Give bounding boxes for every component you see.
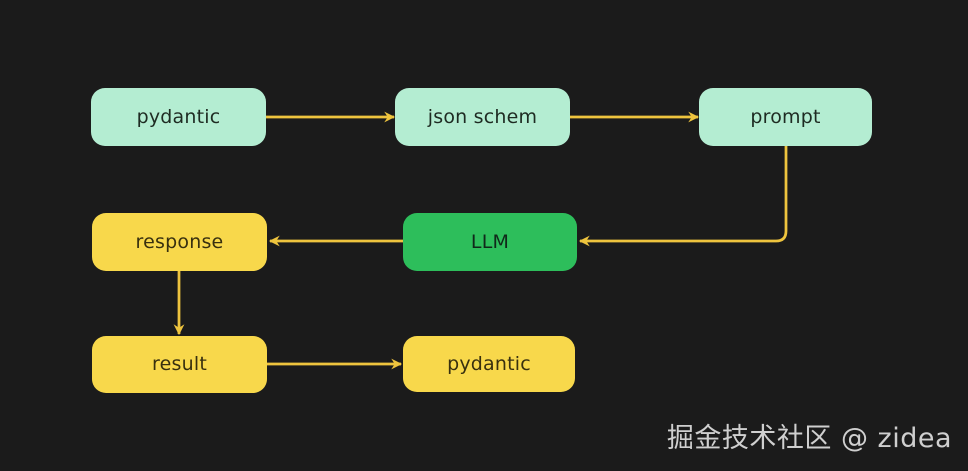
node-label-prompt: prompt: [750, 105, 821, 128]
node-pydantic-output: pydantic: [403, 336, 575, 392]
node-response: response: [92, 213, 267, 271]
edge-prompt-to-llm: [578, 146, 788, 247]
node-label-json-schema: json schem: [427, 105, 538, 128]
node-label-pydantic-output: pydantic: [447, 352, 531, 375]
watermark: 掘金技术社区 @ zidea: [666, 423, 952, 454]
node-label-pydantic-source: pydantic: [136, 105, 221, 128]
node-label-result: result: [152, 353, 207, 375]
node-result: result: [92, 336, 267, 393]
node-prompt: prompt: [699, 88, 872, 146]
node-pydantic-source: pydantic: [91, 88, 266, 146]
node-llm: LLM: [403, 213, 577, 271]
node-json-schema: json schem: [395, 88, 570, 146]
node-label-response: response: [135, 230, 224, 253]
node-label-llm: LLM: [470, 230, 510, 253]
